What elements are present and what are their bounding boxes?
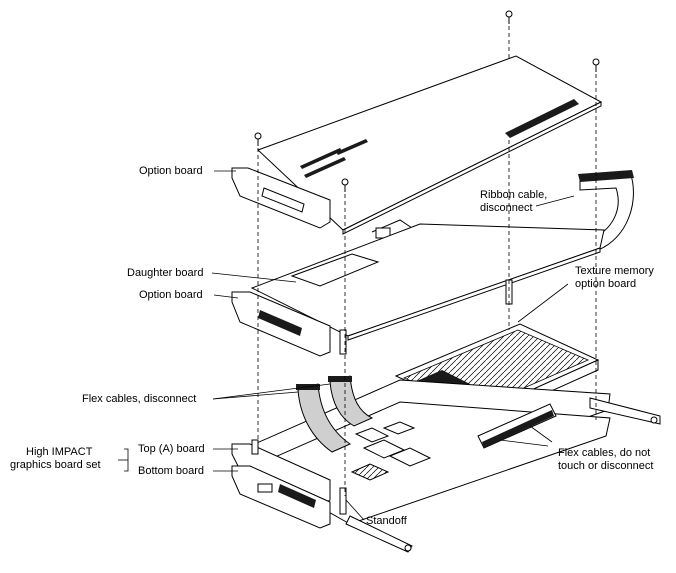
board-connector <box>300 148 342 169</box>
dsub-port <box>258 310 302 336</box>
dsub-port <box>261 187 305 213</box>
screw-icon <box>592 58 600 72</box>
label-texture-memory-line2: option board <box>575 278 637 290</box>
board-connector <box>336 139 368 155</box>
label-top-a-board: Top (A) board <box>138 443 205 455</box>
option-board-top <box>231 55 603 239</box>
daughter-board <box>290 253 380 287</box>
label-high-impact-line1: High IMPACT <box>26 446 93 458</box>
standoff-post <box>339 487 347 515</box>
flex-cables-disconnect <box>296 375 374 453</box>
screws <box>254 10 600 192</box>
chip <box>382 421 416 435</box>
label-ribbon-cable-line1: Ribbon cable, <box>480 189 548 201</box>
label-standoff: Standoff <box>366 515 407 527</box>
board-connector <box>304 157 346 178</box>
heatsink-chip <box>350 463 390 481</box>
label-high-impact-line2: graphics board set <box>10 459 101 471</box>
chip <box>388 447 432 467</box>
label-option-board-top: Option board <box>139 165 203 177</box>
pci-connector <box>505 99 579 138</box>
label-bottom-board: Bottom board <box>138 465 205 477</box>
label-ribbon-cable-line2: disconnect <box>480 202 533 214</box>
label-texture-memory-line1: Texture memory <box>575 265 654 277</box>
leader-lines <box>118 170 575 521</box>
label-flex-cables-disconnect: Flex cables, disconnect <box>82 393 197 405</box>
screw-icon <box>254 132 262 146</box>
screw-icon <box>505 10 513 24</box>
label-daughter-board: Daughter board <box>127 267 204 279</box>
label-option-board-mid: Option board <box>139 289 203 301</box>
label-flex-cables-no-touch-line2: touch or disconnect <box>558 460 654 472</box>
daughter-board-assembly <box>231 223 605 357</box>
screw-icon <box>341 178 349 192</box>
label-flex-cables-no-touch-line1: Flex cables, do not <box>558 447 651 459</box>
chip <box>354 427 390 443</box>
dsub-port <box>278 484 316 508</box>
alignment-lines <box>257 26 597 496</box>
